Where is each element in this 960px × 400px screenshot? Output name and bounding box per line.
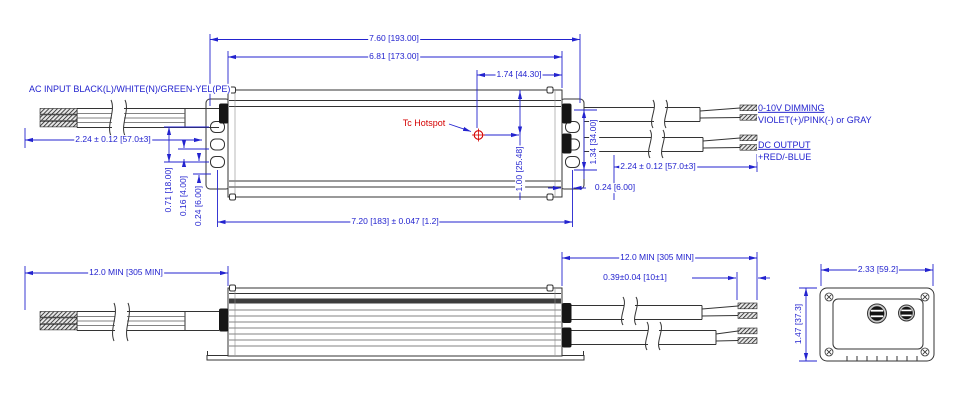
dim-overall-length: 7.60 [193.00] (368, 33, 420, 44)
corner-screw (546, 86, 554, 94)
wire-tip (739, 114, 758, 121)
dim-hotspot-from-end: 1.74 [44.30] (495, 69, 543, 80)
ac-input-label: AC INPUT BLACK(L)/WHITE(N)/GREEN-YEL(PE) (28, 83, 232, 95)
dim-slot-offset-right: 0.24 [6.00] (593, 182, 637, 193)
wire-tip (737, 327, 758, 335)
break-symbol (621, 296, 662, 351)
dimming-cable (584, 99, 758, 129)
dim-slot-offset-left: 0.24 [6.00] (193, 184, 204, 228)
ac-input-cable (39, 99, 219, 137)
cable-gland-large (867, 303, 887, 324)
break-symbol (112, 302, 130, 342)
dim-slot-span: 0.71 [18.00] (163, 166, 174, 214)
wire-tip (39, 323, 78, 331)
dim-end-width: 2.33 [59.2] (856, 264, 900, 275)
enclosure-body-side-view (227, 284, 563, 357)
tc-hotspot-label: Tc Hotspot (402, 117, 446, 128)
wire-tip (39, 311, 78, 318)
wire-tip (39, 114, 78, 121)
dc-output-label-line1: DC OUTPUT (757, 139, 812, 151)
wire-tip (737, 337, 758, 344)
wire-tip (739, 104, 758, 111)
dim-slot-width: 0.16 [4.00] (178, 174, 189, 218)
dim-end-height: 1.47 [37.3] (793, 302, 804, 346)
corner-screw (546, 193, 554, 201)
dim-lead-min-left: 12.0 MIN [305 MIN] (88, 267, 164, 278)
break-symbol (648, 129, 665, 159)
dim-hotspot-from-edge: 1.00 [25.48] (514, 145, 525, 193)
hotspot-leader (448, 123, 472, 132)
dc-output-cable (584, 129, 758, 159)
wire-tip (39, 121, 78, 128)
break-symbol (109, 99, 127, 137)
enclosure-end-view (819, 287, 935, 362)
dimming-label-line2: VIOLET(+)/PINK(-) or GRAY (757, 114, 873, 126)
break-symbol (651, 99, 668, 129)
enclosure-body-top-view (227, 86, 563, 201)
dc-output-label-line2: +RED/-BLUE (757, 151, 813, 163)
output-cables-side (571, 296, 758, 351)
wire-tip (39, 108, 78, 115)
side-view (24, 252, 770, 361)
corner-screw (229, 193, 236, 201)
wire-tip (737, 312, 758, 319)
dim-ac-strip-length: 2.24 ± 0.12 [57.0±3] (74, 134, 152, 145)
corner-screw (229, 284, 236, 292)
end-view (799, 264, 935, 362)
dim-body-length: 6.81 [173.00] (368, 51, 420, 62)
wire-tip (39, 317, 78, 324)
corner-screw (546, 284, 554, 292)
dim-gland-span: 1.34 [34.00] (588, 118, 599, 166)
dimming-label-line1: 0-10V DIMMING (757, 102, 826, 114)
dim-output-strip-length: 2.24 ± 0.12 [57.0±3] (619, 161, 697, 172)
cable-glands-top (219, 103, 572, 154)
ac-input-cable-side (39, 302, 219, 342)
top-view (24, 34, 758, 227)
wire-tip (739, 144, 758, 151)
dim-lead-min-right: 12.0 MIN [305 MIN] (619, 252, 695, 263)
cable-gland-small (898, 304, 915, 322)
corner-screws (824, 292, 930, 357)
tc-hotspot-marker (472, 128, 485, 142)
dim-wire-strip: 0.39±0.04 [10±1] (602, 272, 668, 283)
dim-mounting-pitch: 7.20 [183] ± 0.047 [1.2] (350, 216, 440, 227)
wire-tip (737, 302, 758, 310)
wire-tip (739, 134, 758, 141)
cable-glands-side (219, 303, 572, 348)
